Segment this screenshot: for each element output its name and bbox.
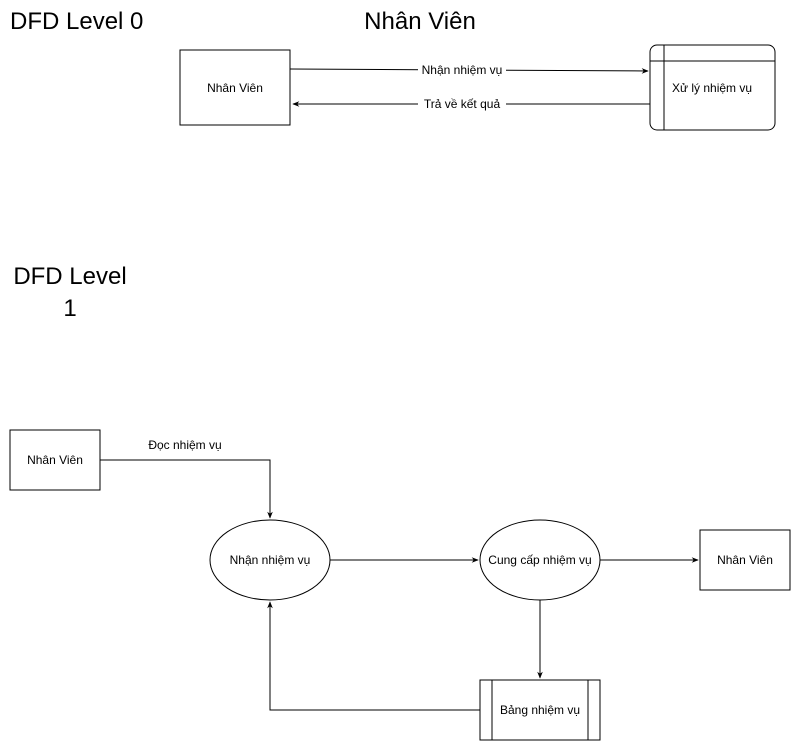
level1-process-provide[interactable]: Cung cấp nhiệm vụ bbox=[479, 519, 601, 601]
level0-process[interactable]: Xử lý nhiệm vụ bbox=[649, 44, 776, 131]
level1-target-entity-label: Nhân Viên bbox=[717, 553, 773, 567]
level0-entity[interactable]: Nhân Viên bbox=[179, 49, 291, 126]
level1-process-receive-label: Nhận nhiệm vụ bbox=[230, 553, 311, 567]
level1-title-line2: 1 bbox=[63, 295, 76, 322]
level1-data-store[interactable]: Bảng nhiệm vụ bbox=[479, 679, 601, 741]
level1-flow-store-to-receive[interactable] bbox=[267, 601, 480, 711]
level1-title-line1: DFD Level bbox=[13, 263, 126, 290]
level0-entity-label: Nhân Viên bbox=[207, 81, 263, 95]
level0-title: DFD Level 0 bbox=[10, 8, 143, 35]
level1-source-entity-label: Nhân Viên bbox=[27, 453, 83, 467]
level1-read-flow-label: Đọc nhiệm vụ bbox=[148, 438, 221, 452]
level1-source-entity[interactable]: Nhân Viên bbox=[9, 429, 101, 491]
level1-process-receive[interactable]: Nhận nhiệm vụ bbox=[209, 519, 331, 601]
level1-data-store-label: Bảng nhiệm vụ bbox=[500, 703, 580, 717]
level0-process-label: Xử lý nhiệm vụ bbox=[672, 81, 752, 95]
level1-read-flow[interactable]: Đọc nhiệm vụ bbox=[100, 438, 273, 519]
level0-flow-out[interactable]: Nhận nhiệm vụ bbox=[289, 62, 649, 78]
level0-flow-out-label: Nhận nhiệm vụ bbox=[422, 63, 503, 77]
level0-flow-back[interactable]: Trả về kết quả bbox=[292, 96, 651, 112]
level0-flow-back-label: Trả về kết quả bbox=[424, 97, 501, 111]
level0-heading: Nhân Viên bbox=[364, 8, 476, 35]
level1-target-entity[interactable]: Nhân Viên bbox=[699, 529, 791, 591]
level1-process-provide-label: Cung cấp nhiệm vụ bbox=[488, 553, 591, 567]
